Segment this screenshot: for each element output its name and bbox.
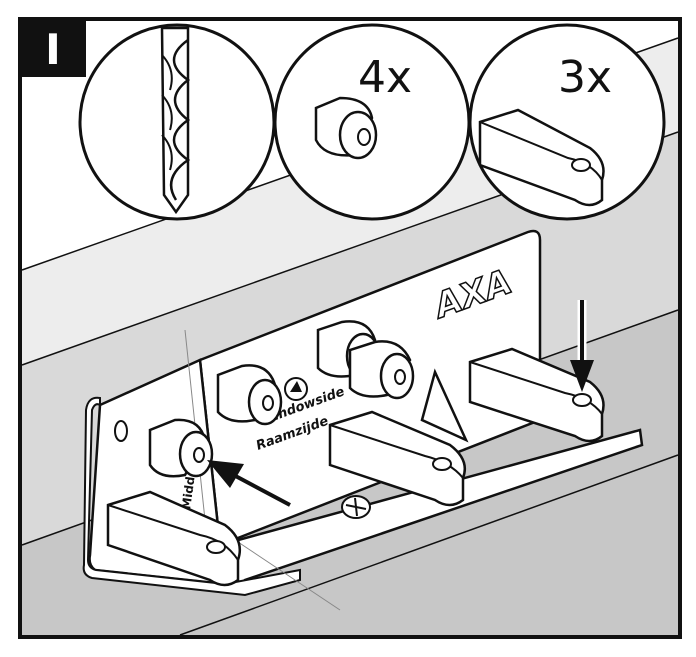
arrow-pointer-left bbox=[207, 460, 293, 509]
pins-quantity: 4x bbox=[358, 52, 412, 103]
bracket-right bbox=[468, 347, 605, 443]
pin-4 bbox=[348, 340, 415, 400]
step-badge bbox=[20, 19, 86, 77]
brackets-quantity: 3x bbox=[558, 52, 612, 103]
arrow-pointer-down bbox=[570, 300, 594, 392]
callout-brackets: 3x bbox=[468, 23, 666, 221]
bracket-middle bbox=[328, 410, 467, 507]
screw-icon bbox=[341, 495, 371, 519]
bracket-left bbox=[106, 490, 242, 587]
guide-pins bbox=[148, 320, 415, 478]
callout-drill-bit bbox=[78, 23, 276, 221]
pin-1 bbox=[148, 418, 214, 478]
bracket-icon bbox=[478, 108, 605, 207]
pin-icon bbox=[314, 96, 378, 160]
window-arrow-icon bbox=[284, 377, 308, 401]
brackets bbox=[106, 347, 605, 587]
wedge bbox=[420, 368, 469, 443]
step-label: I bbox=[45, 25, 61, 74]
drill-bit-icon bbox=[160, 26, 191, 215]
pin-2 bbox=[216, 364, 283, 426]
callout-pins: 4x bbox=[273, 23, 471, 221]
